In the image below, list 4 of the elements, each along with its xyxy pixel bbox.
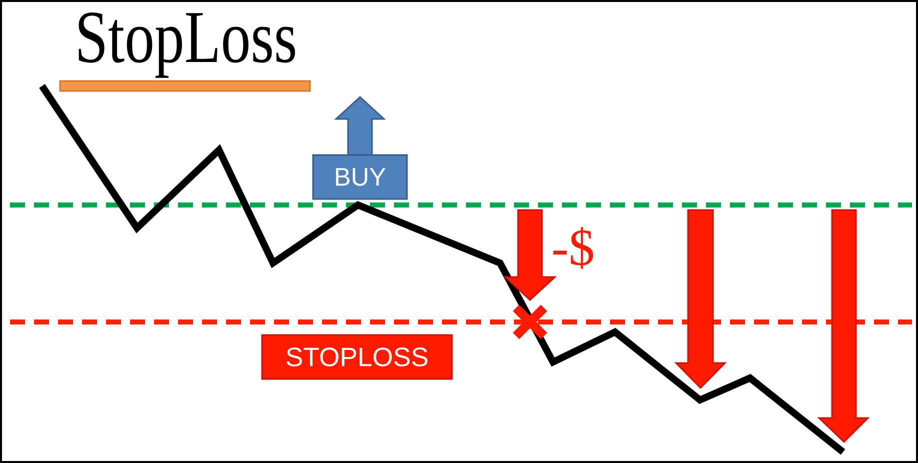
title: StopLoss — [78, 12, 296, 78]
stoploss-box: STOPLOSS — [261, 334, 453, 380]
loss-label: -$ — [553, 227, 594, 269]
buy-box: BUY — [312, 154, 408, 200]
